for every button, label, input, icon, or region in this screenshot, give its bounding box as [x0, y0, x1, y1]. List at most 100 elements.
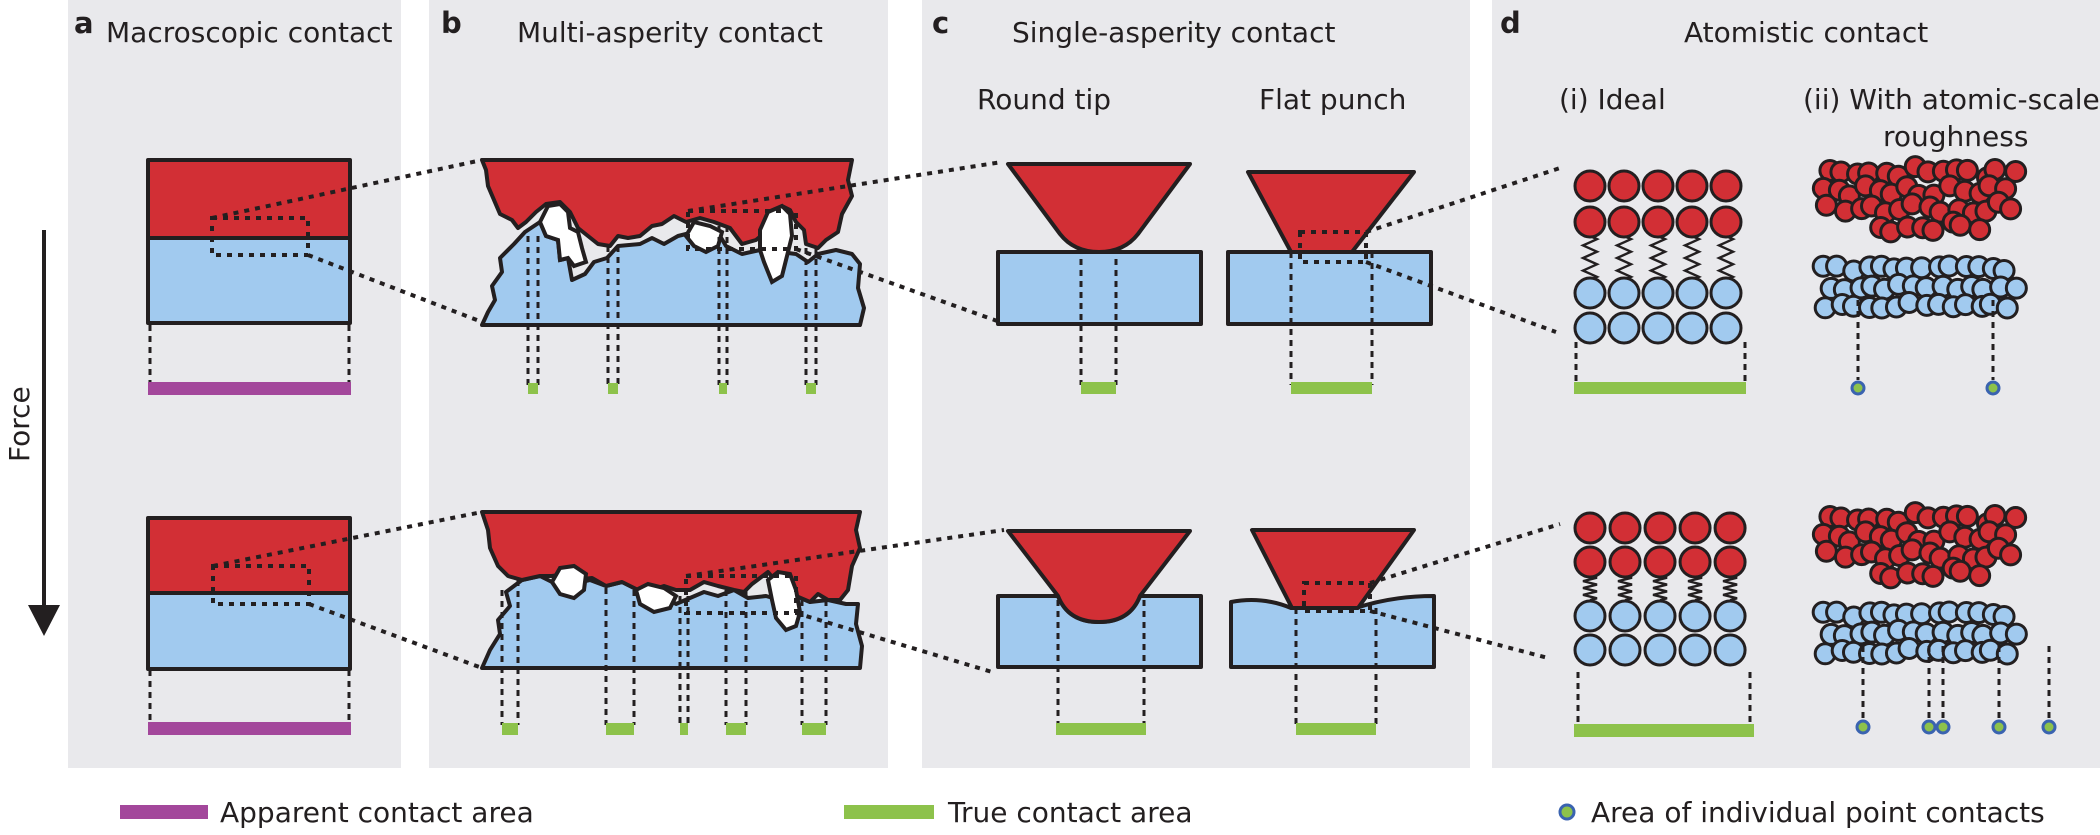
- spring: [1682, 234, 1702, 282]
- zoom-box: [1302, 581, 1372, 613]
- legend-apparent-label: Apparent contact area: [220, 796, 534, 829]
- zoom-line: [307, 253, 483, 324]
- blue-atom: [1573, 276, 1607, 310]
- blue-atom: [1608, 633, 1642, 667]
- apparent-contact-bar: [148, 382, 351, 395]
- blue-atom: [1641, 311, 1675, 345]
- true-contact-bar: [1081, 382, 1116, 394]
- zoom-box: [211, 564, 311, 606]
- apparent-contact-bar: [148, 722, 351, 735]
- zoom-line: [687, 160, 1003, 213]
- spring: [1722, 574, 1738, 602]
- round-tip: [1006, 529, 1192, 624]
- panel-b-top: [480, 158, 866, 394]
- spring: [1617, 574, 1633, 602]
- spring: [1716, 234, 1736, 282]
- panel-d-letter: d: [1500, 6, 1521, 40]
- point-contact-icon: [2041, 719, 2057, 735]
- red-atom: [1814, 193, 1838, 217]
- red-atom: [1709, 169, 1743, 203]
- zoom-line: [1369, 522, 1561, 585]
- flat-punch: [1250, 528, 1416, 610]
- red-atom: [1573, 205, 1607, 239]
- spring: [1582, 574, 1598, 602]
- red-atom: [1607, 205, 1641, 239]
- lower-block: [146, 591, 352, 671]
- blue-atom: [1713, 599, 1747, 633]
- panel-d-title: Atomistic contact: [1684, 16, 1928, 49]
- zoom-box: [684, 574, 798, 615]
- zoom-line: [795, 611, 993, 674]
- panel-c-round-tip-bottom: [996, 529, 1203, 735]
- panel-a-title: Macroscopic contact: [106, 16, 393, 49]
- blue-atom: [1573, 599, 1607, 633]
- blue-atom: [2004, 276, 2028, 300]
- legend-true-label: True contact area: [947, 796, 1193, 829]
- zoom-line: [685, 528, 1005, 578]
- blue-atom: [1607, 276, 1641, 310]
- red-atom: [1921, 218, 1945, 242]
- point-contact-icon: [1991, 719, 2007, 735]
- blue-atom: [1675, 311, 1709, 345]
- blue-atom: [1641, 276, 1675, 310]
- red-atom: [1948, 213, 1972, 237]
- red-atom: [1641, 205, 1675, 239]
- panel-c-round-tip-label: Round tip: [977, 83, 1111, 116]
- blue-atom: [1573, 633, 1607, 667]
- legend-point-label: Area of individual point contacts: [1591, 796, 2045, 829]
- red-atom: [1573, 511, 1607, 545]
- blue-atom: [1573, 311, 1607, 345]
- zoom-box: [1298, 230, 1368, 264]
- red-atom: [1709, 205, 1743, 239]
- lower-block: [146, 236, 352, 325]
- blue-atom: [1713, 633, 1747, 667]
- red-atom: [1573, 545, 1607, 579]
- gap: [633, 581, 679, 615]
- spring: [1580, 234, 1600, 282]
- legend-true-swatch: [844, 805, 934, 819]
- red-atom: [1968, 218, 1992, 242]
- panel-d-ideal-bottom: [1573, 511, 1747, 667]
- red-atom: [1608, 511, 1642, 545]
- gap: [765, 569, 803, 633]
- red-atom: [1948, 559, 1972, 583]
- true-contact-bar: [606, 723, 634, 735]
- point-contact-icon: [1935, 719, 1951, 735]
- red-atom: [2004, 506, 2028, 530]
- panel-d-rough-label-line1: (ii) With atomic-scale: [1803, 83, 2100, 116]
- rough-upper-body: [480, 158, 854, 250]
- gap: [549, 563, 589, 601]
- upper-block: [146, 516, 352, 595]
- red-atom: [1675, 169, 1709, 203]
- true-contact-bar: [608, 383, 618, 394]
- point-contact-icon: [1850, 380, 1866, 396]
- red-atom: [1955, 158, 1979, 182]
- red-atom: [1713, 511, 1747, 545]
- blue-atom: [1709, 276, 1743, 310]
- red-atom: [1955, 504, 1979, 528]
- gap: [758, 203, 795, 285]
- upper-block: [146, 158, 352, 240]
- red-atom: [1814, 539, 1838, 563]
- true-contact-bar: [1574, 724, 1754, 737]
- panel-b-title: Multi-asperity contact: [517, 16, 823, 49]
- spring: [1614, 234, 1634, 282]
- point-contact-icon: [1985, 380, 2001, 396]
- rough-lower-body: [480, 220, 866, 327]
- red-atom: [1999, 197, 2023, 221]
- blue-atom: [1675, 276, 1709, 310]
- legend-point-contact-icon: [1558, 803, 1576, 821]
- round-tip: [1006, 162, 1192, 254]
- blue-atom: [1643, 599, 1677, 633]
- panel-b-bottom: [480, 510, 864, 735]
- red-atom: [1675, 205, 1709, 239]
- true-contact-bar: [1296, 723, 1376, 735]
- blue-atom: [1608, 599, 1642, 633]
- panel-c-flat-punch-label: Flat punch: [1259, 83, 1406, 116]
- blue-atom: [1709, 311, 1743, 345]
- red-atom: [1641, 169, 1675, 203]
- panel-a-top: [146, 158, 352, 395]
- zoom-line: [212, 510, 483, 568]
